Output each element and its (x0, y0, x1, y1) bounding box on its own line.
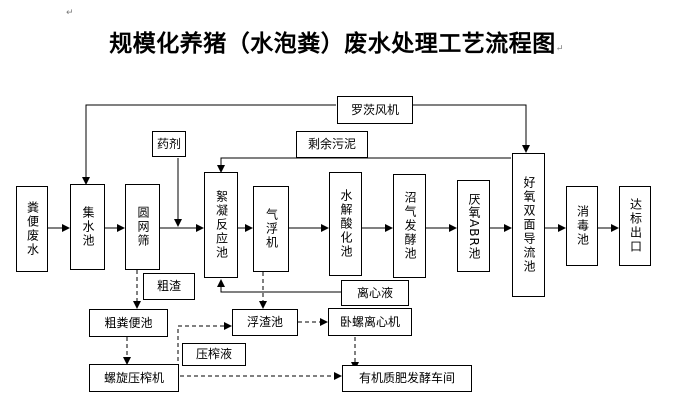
diagram-title: 规模化养猪（水泡粪）废水处理工艺流程图↵ (0, 24, 673, 58)
node-youji-fei-fajiao-chejian: 有机质肥发酵车间 (342, 365, 472, 392)
dash-yazha-return (177, 322, 232, 368)
line-luofeng-left (82, 104, 336, 185)
node-fuzha-chi: 浮渣池 (232, 309, 298, 336)
node-yazha-ye: 压榨液 (182, 343, 246, 366)
node-xuning-fanying-chi: 絮凝反应池 (204, 172, 238, 278)
node-zhaoqi-fajiao-chi: 沼气发酵池 (393, 174, 426, 278)
node-lixinye: 离心液 (341, 280, 409, 306)
paragraph-mark-top: ↵ (66, 8, 74, 18)
node-xiaodu-chi: 消毒池 (566, 186, 598, 266)
node-cuzha: 粗渣 (143, 273, 195, 300)
node-shuijie-suanhua-chi: 水解酸化池 (329, 172, 362, 276)
node-qifu-ji: 气浮机 (253, 186, 289, 272)
node-jishui-chi: 集水池 (70, 184, 105, 270)
node-fenbian-feishui: 粪便废水 (16, 186, 48, 272)
node-cufenbian-chi: 粗粪便池 (89, 309, 168, 337)
node-haoyang-daoliu-chi: 好氧双面导流池 (512, 153, 545, 297)
node-yaoji: 药剂 (152, 131, 186, 157)
node-woluo-lixinji: 卧螺离心机 (328, 308, 412, 336)
paragraph-mark: ↵ (555, 44, 564, 54)
node-shengyu-wuni: 剩余污泥 (296, 131, 368, 158)
node-yuanwang-shai: 圆网筛 (125, 184, 160, 270)
line-luofeng-right (413, 104, 530, 153)
node-luoxuan-yazhaji: 螺旋压榨机 (89, 364, 179, 392)
node-abr-chi: 厌氧ABR池 (457, 180, 490, 272)
line-shengyu-return (217, 157, 511, 173)
diagram-title-text: 规模化养猪（水泡粪）废水处理工艺流程图 (109, 30, 556, 57)
node-luoci-fengji: 罗茨风机 (337, 96, 413, 124)
node-dabiao-chukou: 达标出口 (619, 186, 651, 266)
